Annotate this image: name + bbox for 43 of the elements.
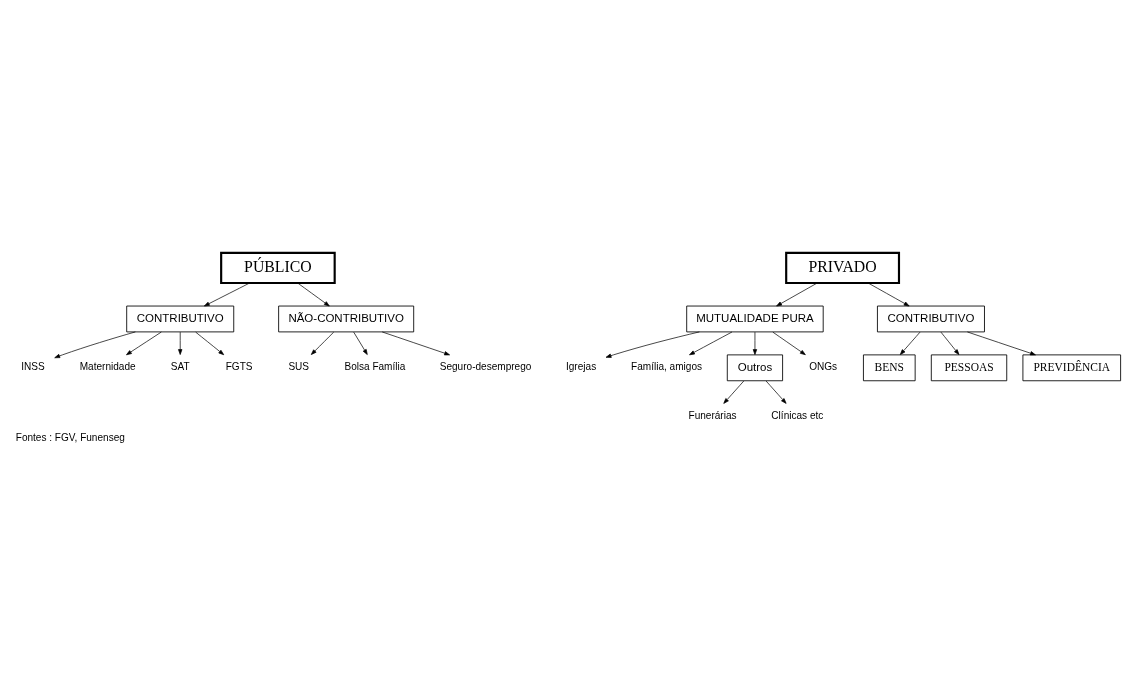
arrow (605, 331, 700, 358)
arrow (178, 331, 183, 355)
node-text: Clínicas etc (771, 410, 824, 422)
node-text: FGTS (225, 361, 253, 373)
node-box: MUTUALIDADE PURA (686, 305, 824, 333)
node-text: Família, amigos (631, 361, 703, 373)
arrow (203, 282, 250, 307)
node-text: Igrejas (566, 361, 597, 373)
arrow (723, 380, 745, 404)
arrow (126, 331, 162, 356)
node-text: Bolsa Família (344, 361, 406, 373)
arrow (967, 331, 1036, 356)
node-text: INSS (21, 361, 45, 373)
node-text: Maternidade (79, 361, 136, 373)
arrow (868, 282, 910, 307)
node-box: Outros (726, 354, 784, 382)
arrow (899, 331, 921, 355)
arrow (310, 331, 335, 355)
node-text: ONGs (809, 361, 838, 373)
arrow (195, 331, 225, 356)
node-text: Funerárias (688, 410, 737, 422)
node-text: SAT (170, 361, 190, 373)
arrow (353, 331, 368, 355)
arrow (765, 380, 787, 404)
arrow (689, 331, 733, 356)
arrow (940, 331, 960, 355)
node-box: BENS (863, 354, 916, 382)
arrow (54, 331, 136, 359)
node-text: SUS (288, 361, 310, 373)
node-box: CONTRIBUTIVO (126, 305, 235, 333)
arrow (772, 331, 806, 356)
node-box: PÚBLICO (220, 251, 336, 285)
node-box: NÃO-CONTRIBUTIVO (278, 305, 415, 333)
node-box: PRIVADO (785, 251, 901, 285)
arrow (381, 331, 450, 356)
node-box: PESSOAS (930, 354, 1008, 382)
arrow (297, 282, 330, 307)
arrow (752, 331, 758, 355)
node-box: CONTRIBUTIVO (877, 305, 985, 333)
arrow (776, 282, 818, 307)
caption: Fontes : FGV, Funenseg (15, 431, 125, 443)
node-box: PREVIDÊNCIA (1022, 354, 1122, 382)
node-text: Seguro-desemprego (439, 361, 532, 373)
